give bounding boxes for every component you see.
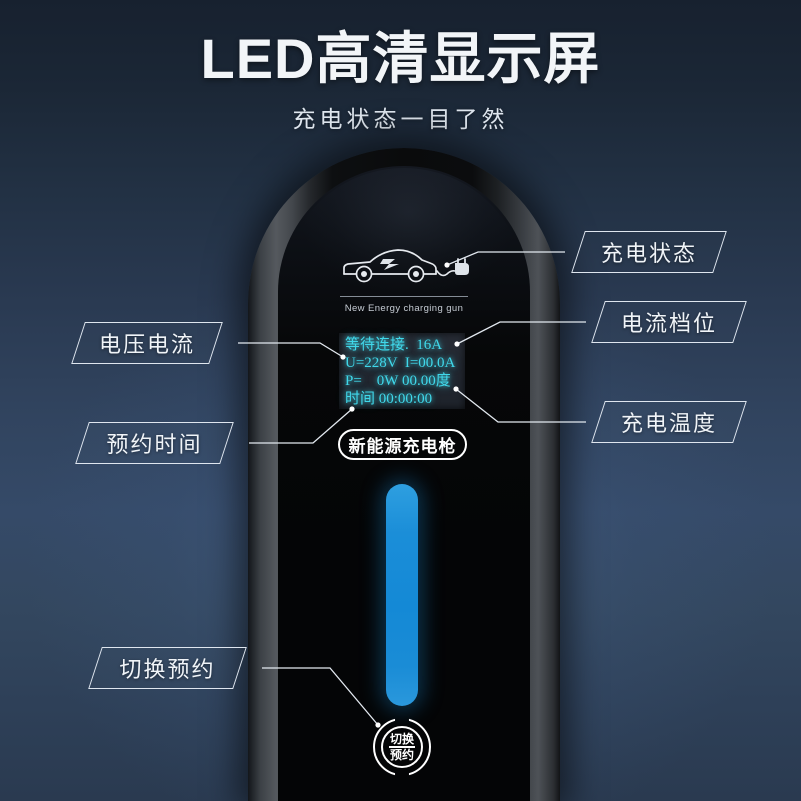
page-title: LED高清显示屏 (200, 27, 601, 90)
brand-badge: 新能源充电枪 (338, 429, 467, 460)
callout-charging-temperature[interactable]: 充电温度 (591, 401, 747, 443)
callout-voltage-current[interactable]: 电压电流 (71, 322, 223, 364)
car-caption: New Energy charging gun (344, 303, 464, 314)
callout-label: 预约时间 (106, 432, 203, 457)
electric-car-charging-plug-icon (343, 249, 469, 283)
callout-label: 充电温度 (620, 411, 717, 436)
switch-reservation-button[interactable]: 切换 预约 (373, 718, 431, 776)
led-light-strip (386, 484, 418, 706)
callout-current-level[interactable]: 电流档位 (591, 301, 747, 343)
callout-label: 充电状态 (600, 241, 697, 266)
button-label-top: 切换 (389, 732, 414, 747)
button-label-bottom: 预约 (389, 747, 414, 762)
callout-label: 电压电流 (98, 332, 195, 357)
led-line-power-energy: P= 0W 00.00度 (345, 373, 451, 389)
callout-switch-reservation[interactable]: 切换预约 (88, 647, 247, 689)
car-graphic-block: New Energy charging gun (278, 243, 530, 314)
car-caption-divider (340, 296, 468, 297)
page-subtitle: 充电状态一目了然 (292, 105, 509, 132)
led-line-time: 时间 00:00:00 (345, 391, 433, 407)
brand-label: 新能源充电枪 (348, 437, 457, 456)
callout-label: 电流档位 (620, 311, 717, 336)
button-inner-ring: 切换 预约 (381, 726, 423, 768)
callout-label: 切换预约 (119, 657, 216, 682)
button-label-divider (389, 746, 415, 748)
header: LED高清显示屏 充电状态一目了然 (0, 0, 801, 134)
callout-charging-status[interactable]: 充电状态 (571, 231, 727, 273)
led-line-status: 等待连接. 16A (345, 337, 443, 353)
led-display-panel: 等待连接. 16A U=228V I=00.0A P= 0W 00.00度 时间… (339, 333, 465, 409)
callout-reservation-time[interactable]: 预约时间 (75, 422, 234, 464)
led-line-voltage-current: U=228V I=00.0A (345, 355, 456, 371)
